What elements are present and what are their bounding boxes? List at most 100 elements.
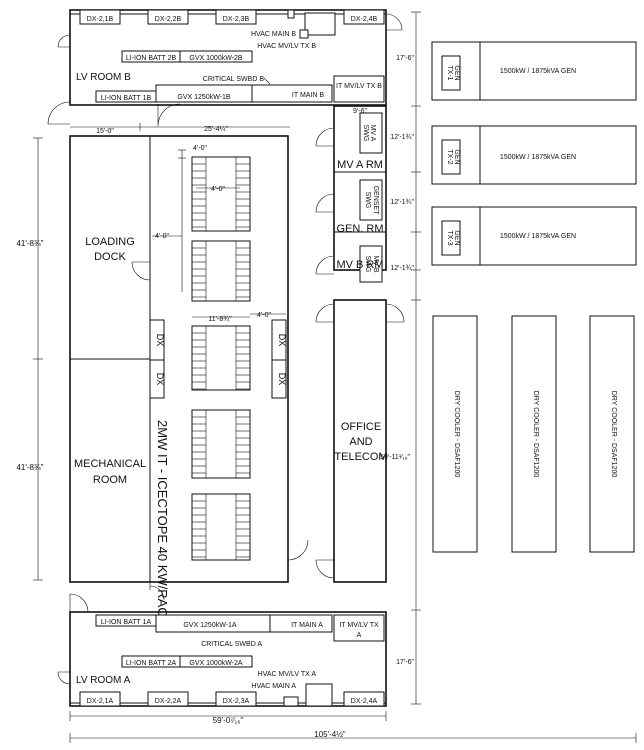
dim-11-8-label: 11'-8¾" bbox=[208, 316, 232, 323]
rack-pod-4 bbox=[191, 409, 251, 479]
loading-dock-label-1: LOADING bbox=[85, 236, 135, 248]
gen-2-rating: 1500kW / 1875kVA GEN bbox=[500, 154, 576, 161]
gen-tx-3 bbox=[441, 220, 461, 256]
dim-41-8-label-2: 41'-8¾" bbox=[16, 463, 43, 472]
dim-17-6-label-1: 17'-6" bbox=[396, 55, 414, 62]
dim-59-0-label: 59'-0⁷⁄₁₆" bbox=[213, 716, 244, 725]
gvx-2a bbox=[179, 655, 253, 668]
li-ion-batt-2b-label: LI-ION BATT 2B bbox=[126, 55, 177, 62]
mv-b-room-label: MV B RM bbox=[336, 259, 383, 271]
loading-dock-label-2: DOCK bbox=[94, 251, 126, 263]
rack-pod-1 bbox=[191, 156, 251, 232]
dx-unit-hall-2 bbox=[149, 359, 165, 399]
dim-4-0-label-1: 4'-0" bbox=[193, 145, 207, 152]
dry-coolers: DRY COOLER - DSAF1200 DRY COOLER - DSAF1… bbox=[432, 315, 635, 553]
dx-unit-a4 bbox=[343, 691, 385, 707]
li-ion-batt-1b-label: LI-ION BATT 1B bbox=[101, 95, 152, 102]
gvx-2b bbox=[179, 50, 253, 63]
gen-tx-1-label-1: GEN bbox=[453, 65, 460, 80]
generators: GEN TX-1 1500kW / 1875kVA GEN GEN TX-2 1… bbox=[431, 41, 637, 266]
li-ion-batt-1a-label: LI-ION BATT 1A bbox=[101, 619, 152, 626]
lv-room-b: DX-2,1B DX-2,2B DX-2,3B DX-2,4B HVAC MAI… bbox=[47, 9, 403, 127]
generator-1 bbox=[431, 41, 637, 101]
dx-unit-b3-label: DX-2,3B bbox=[223, 16, 250, 23]
dim-9-6-label: 9'-6" bbox=[353, 108, 367, 115]
dx-unit-a1-label: DX-2,1A bbox=[87, 698, 114, 705]
rack-pod-3 bbox=[191, 325, 251, 391]
mv-a-room-label: MV A RM bbox=[337, 159, 383, 171]
it-main-b-label: IT MAIN B bbox=[292, 92, 324, 99]
dim-105-4-label: 105'-4½" bbox=[314, 730, 346, 739]
mv-gen-rooms: 9'-6" MV A SWG MV A RM GENSET SWG GEN. R… bbox=[315, 105, 387, 283]
gen-tx-1 bbox=[441, 55, 461, 91]
dx-unit-b2 bbox=[147, 9, 189, 25]
hvac-tx-b-label: HVAC MV/LV TX B bbox=[257, 43, 316, 50]
dim-12-1-label-1: 12'-1¾" bbox=[390, 134, 414, 141]
critical-swbd-b-label: CRITICAL SWBD B bbox=[203, 76, 265, 83]
dry-cooler-1 bbox=[432, 315, 478, 553]
gen-room-label: GEN. RM bbox=[336, 223, 383, 235]
dim-right-column: 17'-6" 12'-1¾" 12'-1¾" 12'-1¾" 59'-11¹⁄₁… bbox=[380, 11, 421, 705]
gvx-1a-label: GVX 1250kW-1A bbox=[183, 622, 237, 629]
gen-tx-3-label-2: TX-3 bbox=[446, 230, 453, 245]
generator-2 bbox=[431, 125, 637, 185]
dim-bottom: 59'-0⁷⁄₁₆" 105'-4½" bbox=[69, 711, 637, 743]
dx-unit-a2-label: DX-2,2A bbox=[155, 698, 182, 705]
office-label-3: TELECOM bbox=[334, 451, 387, 463]
office-label-1: OFFICE bbox=[341, 421, 381, 433]
dim-left: 41'-8¾" 41'-8¾" bbox=[16, 137, 44, 581]
dx-unit-a3-label: DX-2,3A bbox=[223, 698, 250, 705]
genset-swg-label-1: GENSET bbox=[372, 186, 379, 216]
dim-59-11-label: 59'-11¹⁄₁₆" bbox=[380, 454, 410, 461]
dim-top: 15'-0" 25'-4¼" bbox=[70, 123, 290, 135]
dx-unit-a2 bbox=[147, 691, 189, 707]
dim-15-0-label: 15'-0" bbox=[96, 128, 114, 135]
dim-25-4-label: 25'-4¼" bbox=[204, 126, 228, 133]
it-tx-a-label-1: IT MV/LV TX bbox=[339, 622, 379, 629]
rack-pod-2 bbox=[191, 240, 251, 302]
hvac-tx-a-equipment bbox=[305, 683, 333, 707]
it-main-a-label: IT MAIN A bbox=[291, 622, 323, 629]
generator-3 bbox=[431, 206, 637, 266]
lv-room-a: LI-ION BATT 1A GVX 1250kW-1A IT MAIN A I… bbox=[57, 539, 387, 707]
rack-pod-5 bbox=[191, 493, 251, 561]
it-tx-b bbox=[333, 75, 385, 103]
gen-tx-2-label-2: TX-2 bbox=[446, 149, 453, 164]
dx-unit-hall-4-label: DX bbox=[277, 373, 287, 386]
dx-unit-b4-label: DX-2,4B bbox=[351, 16, 378, 23]
dx-unit-b2-label: DX-2,2B bbox=[155, 16, 182, 23]
it-tx-b-label: IT MV/LV TX B bbox=[336, 83, 382, 90]
office-label-2: AND bbox=[349, 436, 372, 448]
gen-3-rating: 1500kW / 1875kVA GEN bbox=[500, 233, 576, 240]
genset-swg-label-2: SWG bbox=[364, 192, 371, 209]
mv-a-swg-label-2: SWG bbox=[362, 125, 369, 142]
mechanical-room-label-1: MECHANICAL bbox=[74, 458, 146, 470]
gen-tx-1-label-2: TX-1 bbox=[446, 65, 453, 80]
lv-room-b-name: LV ROOM B bbox=[76, 72, 131, 83]
mv-b-swg bbox=[359, 245, 383, 283]
office-telecom: OFFICE AND TELECOM bbox=[315, 299, 405, 583]
hvac-main-b-label: HVAC MAIN B bbox=[251, 31, 296, 38]
dx-unit-hall-1-label: DX bbox=[155, 334, 165, 347]
it-main-b bbox=[251, 84, 333, 103]
mv-b-swg-label-1: MV B bbox=[372, 255, 379, 272]
gvx-2a-label: GVX 1000kW-2A bbox=[189, 660, 243, 667]
gvx-1b-label: GVX 1250kW-1B bbox=[177, 94, 231, 101]
dim-4-0-label-4: 4'-0" bbox=[257, 312, 271, 319]
dim-4-0-label-2: 4'-0" bbox=[211, 186, 225, 193]
hvac-tx-a-label: HVAC MV/LV TX A bbox=[258, 671, 317, 678]
gen-tx-2-label-1: GEN bbox=[453, 149, 460, 164]
dx-unit-a1 bbox=[79, 691, 121, 707]
rack-pods bbox=[191, 156, 251, 561]
dx-unit-b1-label: DX-2,1B bbox=[87, 16, 114, 23]
dim-12-1-label-2: 12'-1¾" bbox=[390, 199, 414, 206]
it-main-a bbox=[269, 614, 333, 633]
dry-cooler-3 bbox=[589, 315, 635, 553]
dry-cooler-2-label: DRY COOLER - DSAF1200 bbox=[532, 391, 539, 478]
gen-tx-3-label-1: GEN bbox=[453, 230, 460, 245]
gen-1-rating: 1500kW / 1875kVA GEN bbox=[500, 68, 576, 75]
dry-cooler-1-label: DRY COOLER - DSAF1200 bbox=[453, 391, 460, 478]
mv-a-swg-label-1: MV A bbox=[369, 125, 376, 142]
dx-unit-b3 bbox=[215, 9, 257, 25]
